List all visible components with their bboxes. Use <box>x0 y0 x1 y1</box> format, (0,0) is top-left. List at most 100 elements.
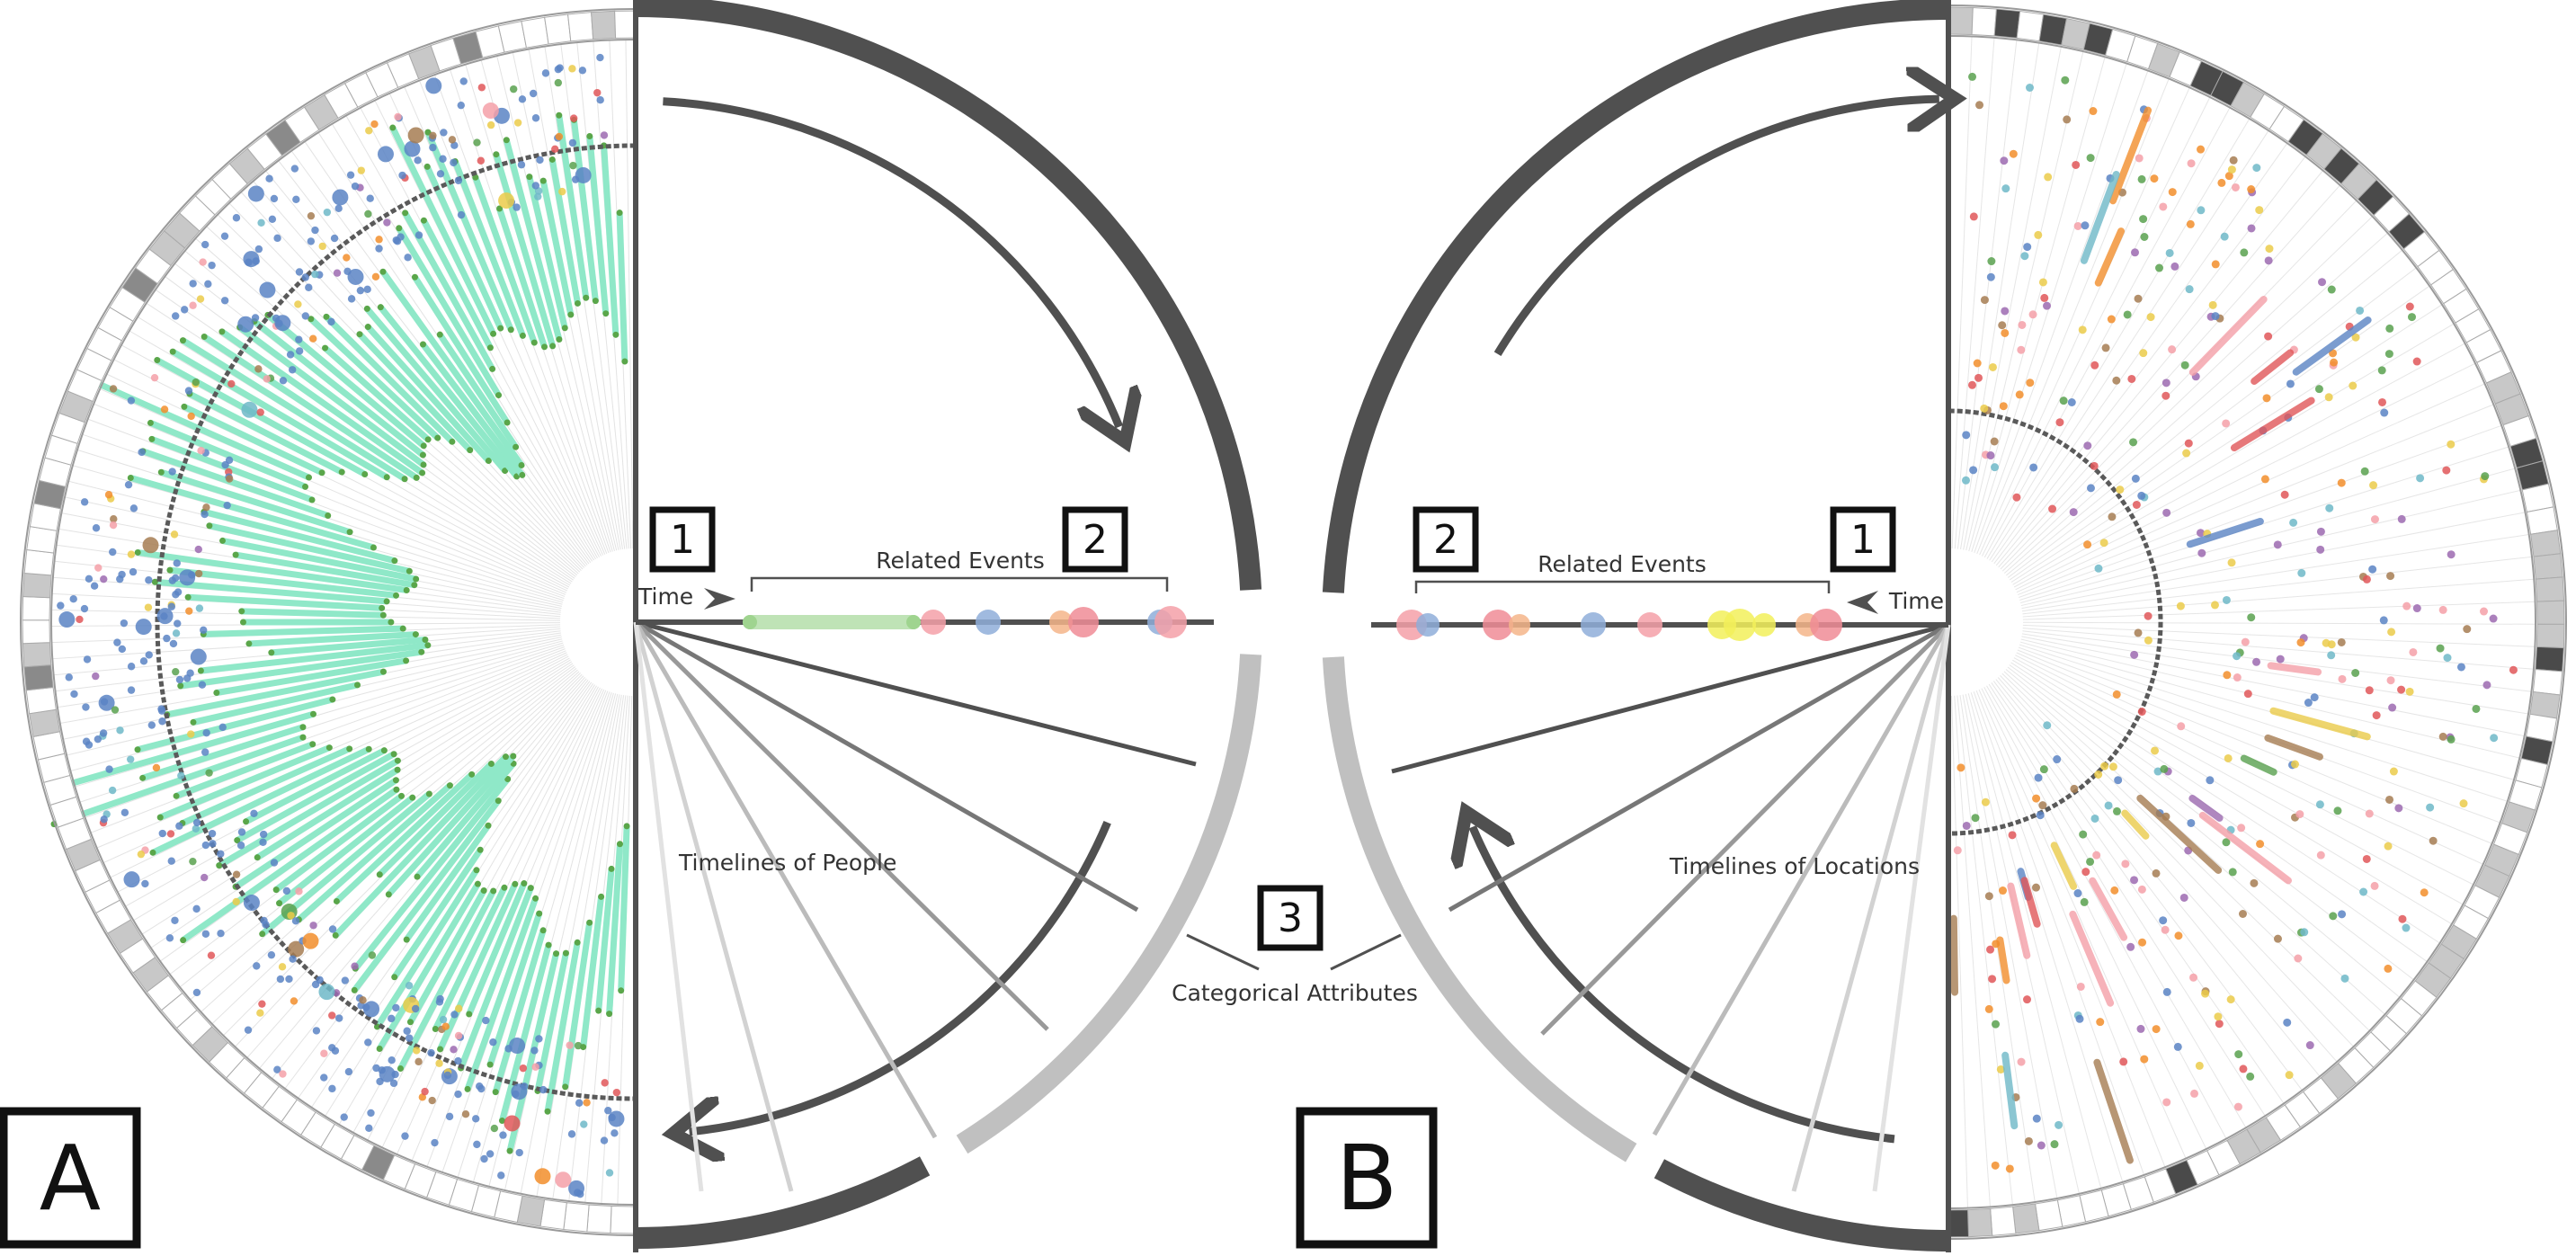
ray-line <box>1981 688 2207 1150</box>
event-span <box>2230 396 2315 452</box>
event-dot <box>2340 974 2349 983</box>
event-dot <box>2067 397 2076 406</box>
event-dot <box>207 951 216 959</box>
event-dot <box>2233 673 2242 682</box>
frequency-bar <box>174 741 314 799</box>
event-dot <box>2024 1136 2033 1145</box>
marker-2-right <box>1413 506 1479 573</box>
event-dot <box>2222 838 2231 847</box>
event-dot <box>531 182 540 190</box>
event-dot <box>120 619 129 628</box>
event-dot <box>282 886 291 895</box>
event-dot <box>2104 801 2113 810</box>
schematic-a-time-arrow-top <box>663 97 1119 427</box>
event-dot <box>397 233 405 241</box>
frequency-bar-tip <box>618 987 625 994</box>
event-dot <box>273 1065 281 1073</box>
event-dot <box>2315 800 2324 809</box>
event-dot <box>2227 165 2236 174</box>
event-dot <box>743 615 757 629</box>
category-cell <box>22 596 51 621</box>
frequency-bar-tip <box>490 330 497 337</box>
event-dot <box>253 962 261 970</box>
event-dot <box>2285 1071 2294 1080</box>
frequency-bar-tip <box>396 225 403 232</box>
event-dot <box>201 240 209 249</box>
event-dot <box>2330 358 2339 367</box>
event-dot <box>127 686 136 694</box>
frequency-bar <box>486 913 543 1066</box>
event-dot <box>2264 332 2273 341</box>
frequency-bar <box>265 312 426 449</box>
event-dot <box>2233 652 2242 661</box>
frequency-bar-tip <box>390 751 397 758</box>
category-cell <box>22 572 52 599</box>
event-dot <box>2386 572 2395 581</box>
ray-line <box>1954 37 1995 549</box>
event-dot <box>551 145 559 154</box>
event-dot <box>184 387 193 395</box>
event-dot <box>445 1112 454 1121</box>
event-dot <box>201 748 209 756</box>
event-dot <box>2214 1012 2223 1021</box>
event-dot <box>541 69 550 77</box>
frequency-bar <box>137 696 334 753</box>
event-dot <box>318 242 326 251</box>
event-dot <box>2092 851 2101 860</box>
event-dot <box>596 53 604 62</box>
event-dot <box>2144 636 2153 645</box>
ray-line <box>2017 404 2494 596</box>
frequency-bar-tip <box>504 419 511 426</box>
event-dot <box>109 385 118 393</box>
event-dot <box>111 706 120 714</box>
event-dot <box>275 319 283 327</box>
event-dot <box>1509 614 1530 636</box>
event-dot <box>2131 474 2140 483</box>
schematic-people: Related Events Time Timelines of People … <box>633 0 1262 1252</box>
event-dot <box>2137 885 2146 894</box>
frequency-bar <box>386 753 516 897</box>
panel-b-outer-border <box>1949 4 2567 1240</box>
event-dot <box>2129 438 2138 447</box>
event-dot <box>1999 402 2008 411</box>
frequency-bar-tip <box>180 937 187 944</box>
ray-line <box>2021 633 2529 715</box>
event-dot <box>379 1065 396 1082</box>
frequency-bar-tip <box>268 649 275 656</box>
ray-line <box>2019 446 2509 601</box>
event-dot <box>250 809 258 818</box>
frequency-bar-tip <box>403 936 410 943</box>
event-dot <box>406 1034 414 1042</box>
event-dot <box>398 171 406 180</box>
event-dot <box>2362 854 2371 863</box>
frequency-bar-tip <box>346 529 353 536</box>
frequency-bar <box>534 952 569 1092</box>
marker-3-label: 3 <box>1278 895 1303 941</box>
ray-line <box>75 642 564 788</box>
event-dot <box>2217 178 2226 187</box>
event-dot <box>2070 784 2079 793</box>
frequency-bar-tip <box>219 537 227 544</box>
event-dot <box>2318 278 2327 287</box>
frequency-bar-tip <box>179 337 186 344</box>
event-dot <box>2227 558 2236 567</box>
frequency-bar <box>492 929 547 1093</box>
frequency-bar-tip <box>393 592 400 599</box>
event-dot <box>2139 215 2148 224</box>
event-dot <box>569 161 577 170</box>
event-dot <box>58 611 76 628</box>
event-dot <box>218 723 227 732</box>
event-dot <box>574 1041 583 1050</box>
frequency-bar-tip <box>166 566 174 574</box>
event-dot <box>292 195 300 203</box>
event-dot <box>414 156 422 165</box>
event-dot <box>157 705 165 713</box>
event-dot <box>343 267 352 275</box>
ray-line <box>2008 267 2417 578</box>
event-dot <box>976 610 1001 635</box>
event-dot <box>2130 650 2139 659</box>
schematic-b-outer-arc-top <box>1322 0 1949 593</box>
event-dot <box>480 1154 488 1163</box>
frequency-bar-tip <box>370 544 377 551</box>
frequency-bar-tip <box>497 325 504 332</box>
